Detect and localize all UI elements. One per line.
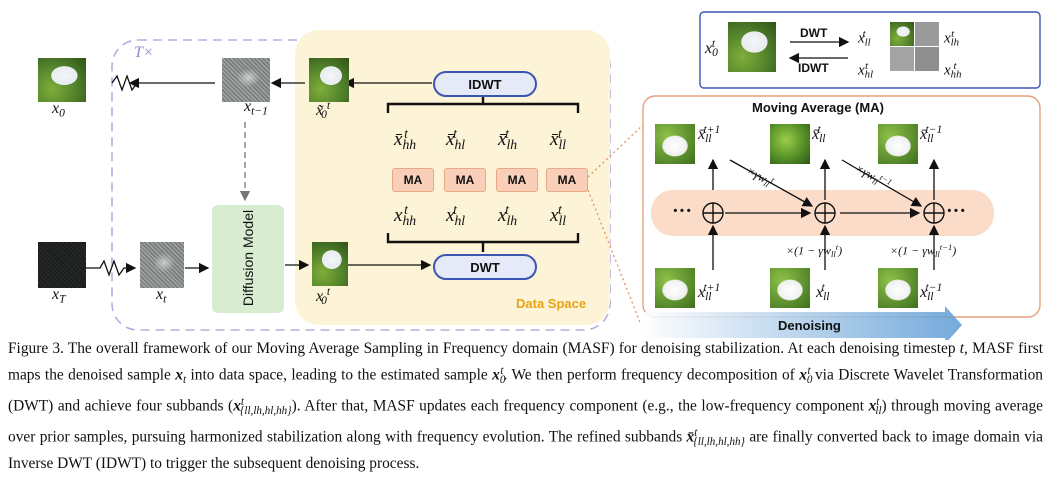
subband-ll: xllt	[550, 202, 567, 228]
ma-bottom-label-3: xllt−1	[920, 282, 943, 304]
dwt-lh-image	[915, 22, 939, 46]
dwt-hh-image	[915, 47, 939, 71]
ma-top-image-2	[770, 124, 810, 164]
brace-bottom	[386, 233, 580, 252]
dwt-hl-image	[890, 47, 914, 71]
ma-block-ll: MA	[546, 168, 588, 192]
dwt-ll-image	[890, 22, 914, 46]
refined-subband-ll: x̄llt	[550, 126, 567, 152]
label-xt: xt	[156, 286, 167, 306]
label-xT: xT	[52, 286, 66, 306]
figure-caption: Figure 3. The overall framework of our M…	[8, 340, 1043, 473]
label-x0: x0	[52, 100, 65, 120]
ma-ellipsis-right: ···	[946, 200, 967, 222]
ma-panel-title: Moving Average (MA)	[752, 100, 884, 115]
plus-node-3	[923, 202, 945, 224]
plus-node-1	[702, 202, 724, 224]
ma-top-image-1	[655, 124, 695, 164]
diffusion-model-label: Diffusion Model	[240, 209, 256, 307]
zigzag-top	[111, 74, 138, 92]
ma-top-image-3	[878, 124, 918, 164]
dwt-panel-dwt-label: DWT	[800, 26, 828, 40]
dwt-panel	[699, 11, 1041, 89]
zigzag-bottom	[86, 259, 137, 277]
subband-hh: xhht	[394, 202, 417, 228]
image-xt-minus-1	[222, 58, 270, 102]
image-xt	[140, 242, 184, 288]
image-x0t	[312, 242, 348, 286]
ma-top-label-2: x̄llt	[812, 124, 826, 146]
image-xT	[38, 242, 86, 288]
dwt-panel-idwt-label: IDWT	[798, 61, 829, 75]
dwt-block: DWT	[433, 254, 537, 280]
ma-top-label-1: x̄llt+1	[698, 124, 721, 146]
dwt-panel-input-label: x0t	[705, 38, 718, 60]
ma-block-hh: MA	[392, 168, 434, 192]
dwt-out-lh: xlht	[944, 28, 960, 49]
plus-node-2	[814, 202, 836, 224]
ma-bottom-image-2	[770, 268, 810, 308]
idwt-block: IDWT	[433, 71, 537, 97]
data-space-label: Data Space	[516, 296, 587, 311]
refined-subband-lh: x̄lht	[498, 126, 518, 152]
ma-bottom-image-3	[878, 268, 918, 308]
ma-bottom-image-1	[655, 268, 695, 308]
ma-block-lh: MA	[496, 168, 538, 192]
dwt-panel-input-image	[728, 22, 776, 72]
denoising-label: Denoising	[778, 318, 841, 333]
label-x0t: x0t	[316, 286, 331, 308]
dwt-out-ll: xllt	[858, 28, 871, 49]
ma-block-hl: MA	[444, 168, 486, 192]
caption-label: Figure 3.	[8, 340, 64, 357]
loop-label: T×	[134, 44, 154, 61]
denoising-arrow	[640, 306, 962, 340]
ma-top-label-3: x̄llt−1	[920, 124, 943, 146]
ma-ellipsis-left: ···	[672, 200, 693, 222]
ma-vert-weight-1: ×(1 − γwllt)	[786, 242, 843, 259]
refined-subband-hh: x̄hht	[394, 126, 417, 152]
ma-bottom-label-2: xllt	[816, 282, 830, 304]
image-x0-hat	[309, 58, 349, 102]
subband-hl: xhlt	[446, 202, 466, 228]
subband-lh: xlht	[498, 202, 518, 228]
refined-subband-hl: x̄hlt	[446, 126, 466, 152]
ma-bottom-label-1: xllt+1	[698, 282, 721, 304]
ma-vert-weight-2: ×(1 − γwllt−1)	[890, 242, 957, 259]
image-x0	[38, 58, 86, 102]
diffusion-model-box	[212, 205, 284, 313]
label-xt-minus-1: xt−1	[244, 98, 268, 118]
dwt-out-hl: xhlt	[858, 60, 874, 81]
dwt-out-hh: xhht	[944, 60, 962, 81]
brace-top	[386, 96, 580, 113]
label-x0-hat: x̃0t	[316, 100, 331, 122]
